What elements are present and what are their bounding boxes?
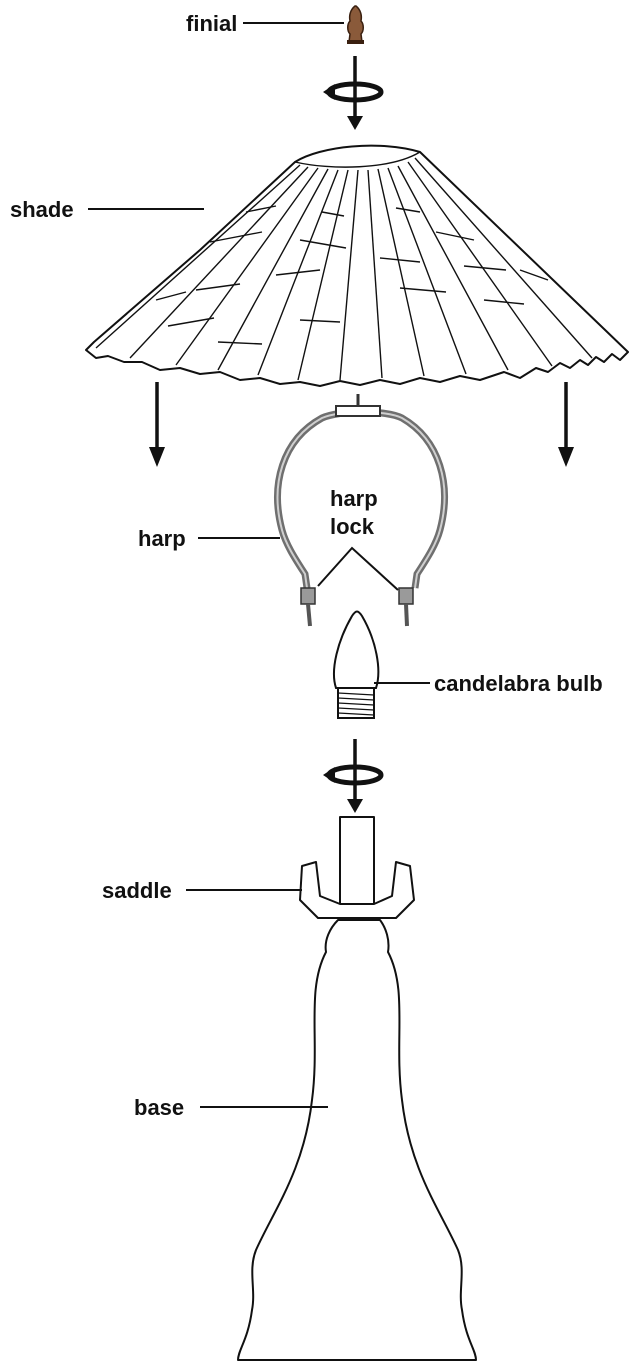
candelabra-bulb-part: [334, 612, 378, 719]
base-part: [238, 920, 476, 1360]
base-label: base: [134, 1095, 184, 1120]
harp-label: harp: [138, 526, 186, 551]
candelabra-bulb-label: candelabra bulb: [434, 671, 603, 696]
finial-part: [347, 6, 364, 44]
shade-part: [86, 146, 628, 386]
down-arrow-icon: [558, 382, 574, 467]
finial-label: finial: [186, 11, 237, 36]
shade-label: shade: [10, 197, 74, 222]
saddle-label: saddle: [102, 878, 172, 903]
rotate-and-lower-icon: [323, 739, 381, 813]
harp-lock-label-line2: lock: [330, 514, 375, 539]
down-arrow-icon: [149, 382, 165, 467]
harp-lock-label-line1: harp: [330, 486, 378, 511]
saddle-part: [300, 817, 414, 918]
harp-lock-leader-lines: [318, 548, 398, 590]
rotate-and-lower-icon: [323, 56, 381, 130]
